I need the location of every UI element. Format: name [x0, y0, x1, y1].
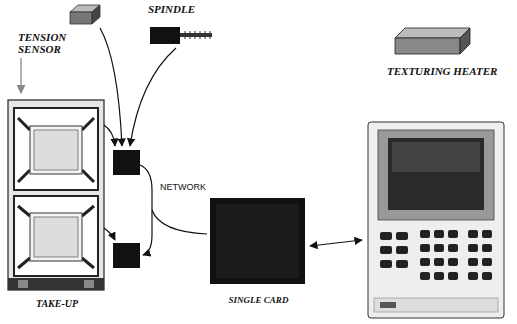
wires	[100, 28, 362, 255]
sensor-label-node: TENSION SENSOR	[15, 2, 105, 56]
spindle-label-node: SPINDLE	[145, 3, 222, 48]
interface-box	[113, 150, 140, 175]
operator-terminal	[368, 122, 504, 318]
node-label: SINGLE CARD	[205, 295, 312, 305]
sensor-icon	[70, 5, 100, 24]
node-label: TEXTURING HEATER	[387, 65, 515, 78]
heater-icon	[395, 28, 470, 54]
node-label: TENSION SENSOR	[18, 31, 80, 56]
spindle-icon	[150, 27, 212, 44]
take-up-node: TAKE-UP	[4, 95, 110, 309]
interface-box	[113, 243, 140, 268]
card-box	[210, 198, 305, 284]
node-label: SPINDLE	[148, 3, 222, 16]
card-box-face	[216, 204, 299, 278]
take-up-machine	[8, 100, 104, 290]
heater-label-node: TEXTURING HEATER	[385, 16, 515, 78]
node-label: TAKE-UP	[4, 298, 110, 310]
sensor-connector	[20, 58, 21, 93]
network-label: NETWORK	[160, 183, 206, 193]
card-node: SINGLE CARD	[205, 195, 312, 305]
